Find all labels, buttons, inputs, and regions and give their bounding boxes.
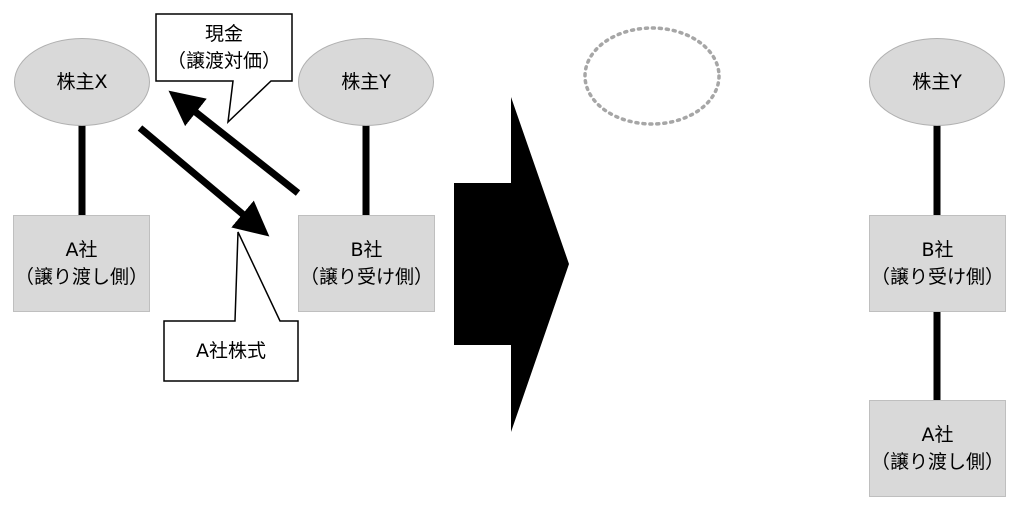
shares-callout: A社株式 bbox=[164, 321, 298, 381]
shares-callout-bubble bbox=[163, 231, 299, 382]
shares-arrow bbox=[137, 125, 270, 237]
company-a-node: A社 （譲り渡し側） bbox=[13, 215, 150, 312]
company-a-name: A社 bbox=[65, 238, 98, 261]
cash-callout-line2: （譲渡対価） bbox=[166, 49, 281, 72]
shareholder-y-label: 株主Y bbox=[341, 70, 391, 93]
company-b-role-after: （譲り受け側） bbox=[870, 265, 1004, 288]
company-a-node-after: A社 （譲り渡し側） bbox=[869, 400, 1006, 497]
shareholder-y-node: 株主Y bbox=[298, 38, 434, 126]
shareholder-x-label: 株主X bbox=[56, 70, 108, 93]
company-a-role-after: （譲り渡し側） bbox=[870, 450, 1004, 473]
cash-arrow bbox=[168, 90, 301, 196]
shareholder-y-label-after: 株主Y bbox=[912, 70, 962, 93]
company-b-name-after: B社 bbox=[921, 238, 954, 261]
company-b-role: （譲り受け側） bbox=[299, 265, 433, 288]
company-b-name: B社 bbox=[350, 238, 383, 261]
removed-shareholder-placeholder bbox=[583, 26, 721, 126]
company-a-name-after: A社 bbox=[921, 423, 954, 446]
cash-callout-line1: 現金 bbox=[204, 22, 243, 45]
company-b-node-after: B社 （譲り受け側） bbox=[869, 215, 1006, 312]
shareholder-y-node-after: 株主Y bbox=[869, 38, 1005, 126]
transition-arrow bbox=[454, 97, 569, 432]
shares-callout-label: A社株式 bbox=[196, 339, 266, 362]
company-a-role: （譲り渡し側） bbox=[14, 265, 148, 288]
shareholder-x-node: 株主X bbox=[14, 38, 150, 126]
cash-callout-bubble bbox=[155, 13, 293, 124]
cash-callout: 現金 （譲渡対価） bbox=[156, 14, 292, 81]
company-b-node: B社 （譲り受け側） bbox=[298, 215, 435, 312]
